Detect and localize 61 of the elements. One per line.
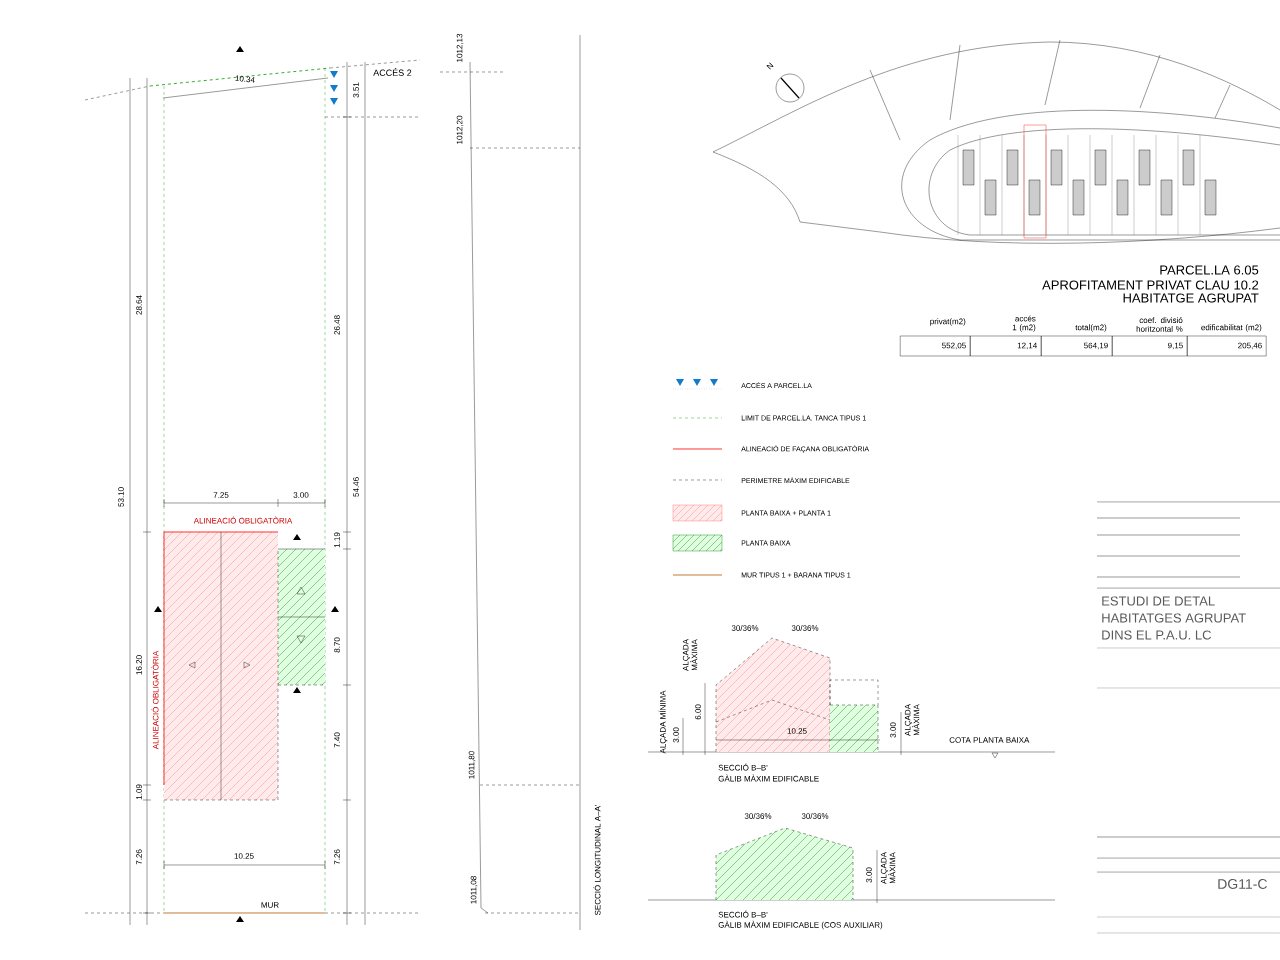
table-header: coef. divisió horitzontal %	[1136, 317, 1183, 332]
north-label: N	[766, 62, 774, 70]
slope-label: 30/36%	[791, 625, 819, 631]
annotation: ALÇADA MÀXIMA	[880, 852, 896, 884]
parcel-title: PARCEL.LA 6.05	[1160, 265, 1259, 275]
dimension-value: 16.20	[136, 655, 142, 675]
section-title: SECCIÓ B–B'	[718, 763, 768, 771]
slope-label: 30/36%	[731, 625, 759, 631]
project-title: ESTUDI DE DETAL	[1102, 596, 1215, 606]
annotation: ALINEACIÓ OBLIGATÒRIA	[193, 516, 293, 524]
dimension-value: 28.64	[136, 295, 142, 315]
annotation: MUR	[261, 902, 279, 908]
elevation-value: 1012,20	[456, 115, 464, 144]
annotation: ALÇADA MÍNIMA	[658, 690, 668, 754]
dimension-value: 7.40	[334, 732, 340, 748]
section-title: SECCIÓ B–B'	[718, 910, 768, 918]
project-title: HABITATGES AGRUPAT	[1102, 613, 1246, 623]
section-title: GÀLIB MÀXIM EDIFICABLE	[718, 774, 819, 782]
table-header: total(m2)	[1075, 324, 1107, 332]
annotation: ALÇADA MÀXIMA	[904, 704, 920, 736]
annotation: ALINEACIÓ OBLIGATÒRIA	[151, 650, 159, 750]
dimension-value: 3.00	[673, 727, 679, 743]
slope-label: 30/36%	[744, 813, 772, 819]
dimension-value: 10.25	[234, 853, 254, 859]
table-cell: 12,14	[970, 335, 1042, 357]
section-title: SECCIÓ LONGITUDINAL A–A'	[593, 804, 601, 916]
dimension-value: 26.48	[334, 315, 340, 335]
parcel-title: HABITATGE AGRUPAT	[1123, 293, 1259, 303]
elevation-value: 1011,80	[468, 751, 476, 779]
dimension-value: 6.00	[695, 704, 701, 720]
dimension-value: 53.10	[118, 487, 124, 507]
dimension-value: 7.26	[136, 849, 142, 865]
annotation: COTA PLANTA BAIXA	[949, 737, 1030, 743]
dimension-value: 1.19	[334, 532, 340, 548]
dimension-value: 3.00	[866, 867, 872, 883]
table-header: privat(m2)	[930, 318, 966, 326]
elevation-value: 1011,08	[470, 876, 478, 904]
dimension-value: 10.25	[787, 728, 807, 734]
annotation: ACCÉS 2	[373, 68, 412, 76]
elevation-value: 1012,13	[456, 33, 464, 62]
dimension-value: 8.70	[334, 637, 340, 653]
parcel-title: APROFITAMENT PRIVAT CLAU 10.2	[1042, 280, 1259, 290]
dimension-value: 7.26	[334, 849, 340, 865]
dimension-value: 54.46	[353, 477, 359, 497]
slope-label: 30/36%	[801, 813, 829, 819]
table-header: accés 1 (m2)	[1012, 315, 1036, 332]
dimension-value: 3.51	[353, 82, 359, 98]
annotation: ALÇADA MÀXIMA	[682, 639, 698, 671]
table-cell: 552,05	[900, 335, 971, 357]
dimension-value: 10.34	[235, 75, 255, 83]
dimension-value: 3.00	[293, 492, 309, 498]
table-header: edificabilitat (m2)	[1201, 324, 1262, 332]
table-cell: 9,15	[1112, 335, 1188, 357]
dimension-value: 1.09	[136, 784, 142, 800]
drawing-number: DG11-C	[1218, 879, 1267, 889]
project-title: DINS EL P.A.U. LC	[1102, 630, 1211, 640]
dimension-value: 7.25	[213, 492, 229, 498]
table-cell: 564,19	[1041, 335, 1113, 357]
section-title: GÀLIB MÀXIM EDIFICABLE (COS AUXILIAR)	[718, 920, 883, 930]
table-cell: 205,46	[1187, 335, 1267, 357]
dimension-value: 3.00	[890, 722, 896, 738]
